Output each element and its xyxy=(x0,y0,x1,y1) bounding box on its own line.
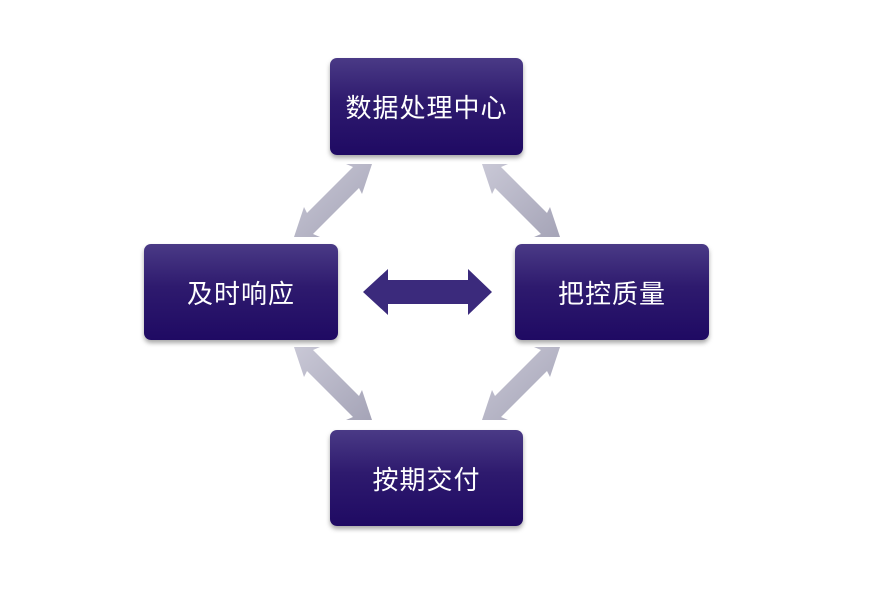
connector-top-left-arrow xyxy=(294,164,372,237)
connector-bottom-right-arrow xyxy=(482,347,560,420)
node-right: 把控质量 xyxy=(515,244,709,340)
connector-top-right-arrow xyxy=(482,164,560,237)
node-right-label: 把控质量 xyxy=(557,279,666,310)
node-left-label: 及时响应 xyxy=(186,279,295,310)
node-top: 数据处理中心 xyxy=(330,58,523,155)
connector-bottom-left-arrow xyxy=(294,347,372,420)
node-left: 及时响应 xyxy=(144,244,338,340)
node-bottom-label: 按期交付 xyxy=(372,465,481,496)
node-top-label: 数据处理中心 xyxy=(345,94,508,124)
center-double-arrow xyxy=(363,269,492,315)
node-bottom: 按期交付 xyxy=(330,430,523,526)
